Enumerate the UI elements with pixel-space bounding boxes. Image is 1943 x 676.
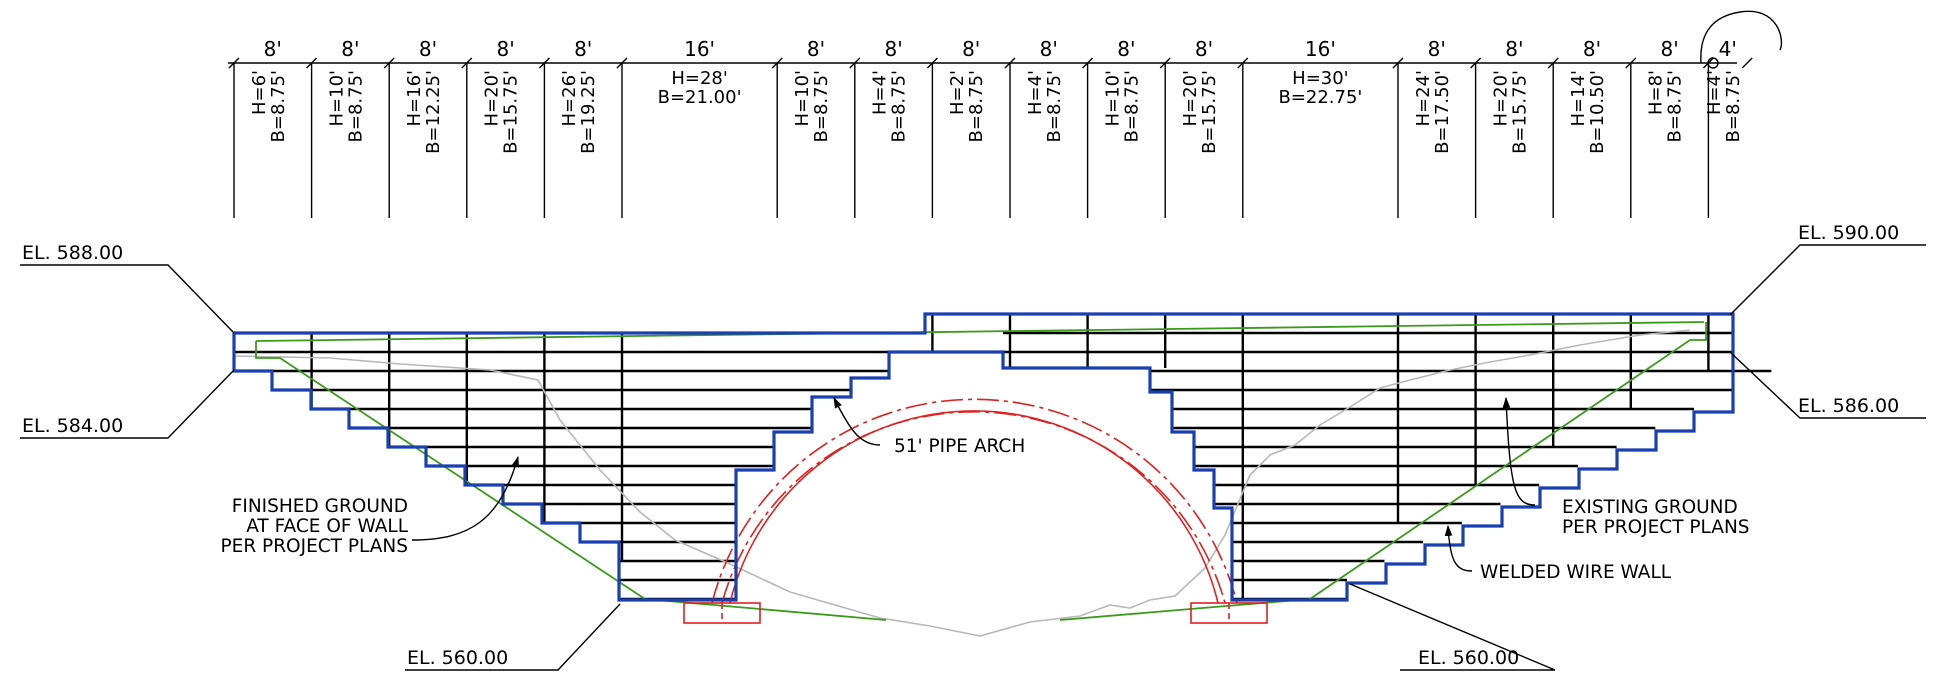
segment-base-label: B=22.75' xyxy=(1278,87,1362,108)
elevation-label-top-right: EL. 590.00 xyxy=(1798,222,1899,244)
segment-width-label: 16' xyxy=(1305,37,1336,61)
segment-width-label: 8' xyxy=(1660,37,1678,61)
segment-height-label: H=16' xyxy=(404,70,425,126)
segment-height-label: H=4' xyxy=(1025,70,1046,115)
segment-height-label: H=20' xyxy=(1180,70,1201,126)
elevation-label-top-left: EL. 588.00 xyxy=(22,242,123,264)
segment-width-label: 16' xyxy=(684,37,715,61)
segment-base-label: B=8.75' xyxy=(889,70,910,142)
segment-base-label: B=8.75' xyxy=(345,70,366,142)
finished-ground-callout-line-1: FINISHED GROUND xyxy=(232,496,408,517)
segment-base-label: B=8.75' xyxy=(811,70,832,142)
segment-width-label: 8' xyxy=(807,37,825,61)
segment-base-label: B=15.75' xyxy=(1199,70,1220,154)
segment-height-label: H=4' xyxy=(870,70,891,115)
segment-height-label: H=10' xyxy=(326,70,347,126)
segment-base-label: B=15.75' xyxy=(501,70,522,154)
segment-height-label: H=30' xyxy=(1292,68,1348,89)
existing-ground-callout-line-2: PER PROJECT PLANS xyxy=(1562,517,1750,538)
elevation-label-bottom-right-560: EL. 560.00 xyxy=(1418,647,1519,669)
segment-height-label: H=26' xyxy=(559,70,580,126)
segment-base-label: B=21.00' xyxy=(658,87,742,108)
elevation-label-mid-left: EL. 584.00 xyxy=(22,415,123,437)
callout-leaders xyxy=(411,396,1536,572)
segment-base-label: B=8.75' xyxy=(1044,70,1065,142)
segment-width-label: 8' xyxy=(884,37,902,61)
existing-ground-callout-line-1: EXISTING GROUND xyxy=(1562,497,1738,518)
welded-wire-wall-callout: WELDED WIRE WALL xyxy=(1480,562,1672,583)
segment-width-label: 4' xyxy=(1719,37,1737,61)
finished-ground-lines xyxy=(255,321,1707,621)
segment-width-label: 8' xyxy=(496,37,514,61)
segment-width-label: 8' xyxy=(1195,37,1213,61)
segment-width-label: 8' xyxy=(341,37,359,61)
pipe-arch-callout: 51' PIPE ARCH xyxy=(894,436,1025,457)
segment-width-label: 8' xyxy=(1583,37,1601,61)
welded-wire-wall-outline xyxy=(232,312,1735,602)
segment-base-label: B=8.75' xyxy=(1723,70,1744,142)
segment-width-label: 8' xyxy=(1117,37,1135,61)
segment-base-label: B=17.50' xyxy=(1432,70,1453,154)
segment-base-label: B=8.75' xyxy=(966,70,987,142)
segment-height-label: H=28' xyxy=(671,68,727,89)
segment-base-label: B=8.75' xyxy=(1121,70,1142,142)
segment-height-label: H=2' xyxy=(947,70,968,115)
segment-height-label: H=8' xyxy=(1646,70,1667,115)
segment-width-label: 8' xyxy=(1505,37,1523,61)
segment-width-label: 8' xyxy=(1428,37,1446,61)
segment-height-label: H=10' xyxy=(1102,70,1123,126)
segment-width-label: 8' xyxy=(419,37,437,61)
segment-width-label: 8' xyxy=(574,37,592,61)
segment-base-label: B=8.75' xyxy=(1665,70,1686,142)
segment-base-label: B=12.25' xyxy=(423,70,444,154)
segment-width-label: 8' xyxy=(1040,37,1058,61)
segment-width-label: 8' xyxy=(264,37,282,61)
section-loop xyxy=(1700,10,1783,69)
dimension-labels: 8'H=6'B=8.75'8'H=10'B=8.75'8'H=16'B=12.2… xyxy=(249,37,1744,154)
segment-height-label: H=24' xyxy=(1413,70,1434,126)
dimension-chain xyxy=(228,57,1753,218)
segment-height-label: H=20' xyxy=(482,70,503,126)
pipe-arch xyxy=(683,398,1268,624)
segment-base-label: B=15.75' xyxy=(1509,70,1530,154)
elevation-leaders xyxy=(20,244,1926,671)
finished-ground-callout-line-2: AT FACE OF WALL xyxy=(246,516,408,537)
segment-base-label: B=19.25' xyxy=(578,70,599,154)
segment-width-label: 8' xyxy=(962,37,980,61)
segment-height-label: H=4' xyxy=(1704,70,1725,115)
elevation-label-bottom-left-560: EL. 560.00 xyxy=(407,647,508,669)
segment-base-label: B=10.50' xyxy=(1587,70,1608,154)
segment-height-label: H=14' xyxy=(1568,70,1589,126)
existing-ground-line xyxy=(233,329,1691,637)
segment-height-label: H=20' xyxy=(1490,70,1511,126)
elevation-label-mid-right: EL. 586.00 xyxy=(1798,395,1899,417)
finished-ground-callout-line-3: PER PROJECT PLANS xyxy=(220,536,408,557)
segment-base-label: B=8.75' xyxy=(268,70,289,142)
dimension-tick xyxy=(1741,57,1753,69)
segment-height-label: H=10' xyxy=(792,70,813,126)
segment-height-label: H=6' xyxy=(249,70,270,115)
